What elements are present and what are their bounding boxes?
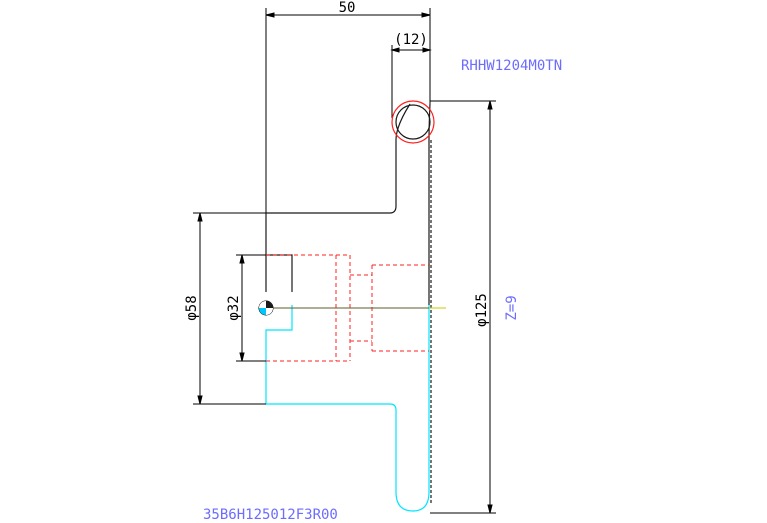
hub-diameter-label: φ58	[184, 295, 200, 320]
upper-section-outline	[265, 103, 431, 305]
outer-diameter-label: φ125	[474, 293, 490, 327]
tooth-count-label: Z=9	[504, 295, 520, 320]
lower-section-outline	[265, 305, 430, 512]
dimension-bore-diameter	[236, 254, 266, 362]
model-code-label: 35B6H125012F3R00	[203, 507, 338, 523]
origin-marker-icon	[258, 300, 274, 316]
tooth-pitch-circle	[391, 100, 435, 144]
bore-diameter-label: φ32	[226, 295, 242, 320]
dimension-rim-width	[390, 45, 432, 118]
dimension-overall-width	[265, 8, 431, 292]
dimension-hub-diameter	[193, 212, 266, 405]
part-code-label: RHHW1204M0TN	[461, 58, 562, 74]
rim-width-label: (12)	[394, 32, 428, 48]
dimension-outer-diameter	[430, 100, 496, 514]
overall-width-label: 50	[339, 0, 356, 16]
